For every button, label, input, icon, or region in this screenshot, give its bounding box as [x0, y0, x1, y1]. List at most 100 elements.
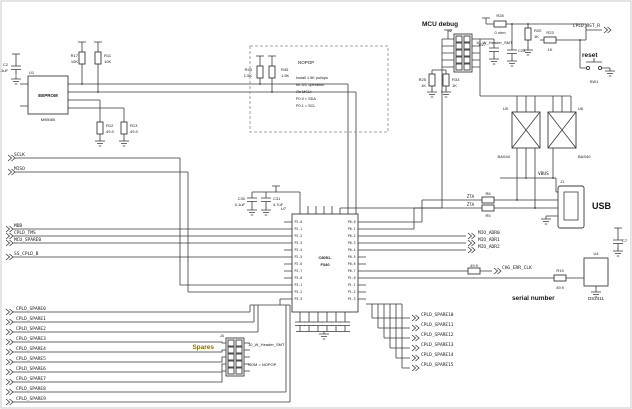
net-label-zta-1: ZTA: [467, 194, 475, 199]
reset-title: reset: [582, 52, 598, 59]
value-c31: 4.7uF: [273, 202, 284, 207]
refdes-j2: J2: [448, 28, 453, 33]
net-arrow-icon: [5, 378, 14, 386]
resistor-r13-symbol: [120, 117, 128, 139]
resistor-r17-symbol: [78, 47, 86, 69]
capacitor-c2-symbol: [10, 59, 22, 76]
vdd-icon: [11, 53, 21, 61]
value-r13: 49.9: [130, 129, 139, 134]
resistor-r12-symbol: [96, 117, 104, 139]
mcu-pin-label: P2.5: [295, 255, 303, 259]
net-label-mio-adr1: MIO_ADR1: [478, 237, 500, 243]
note-line-4: P0.0 = SDA: [296, 97, 316, 101]
gnd-icon: [440, 88, 452, 98]
reset-switch-contact: [585, 65, 591, 71]
note-line-5: P0.1 = SCL: [296, 104, 316, 108]
refdes-u5: U5: [503, 106, 509, 111]
net-label-zta-2: ZTA: [467, 202, 475, 207]
net-label-cpld-spare0: CPLD_SPARE0: [16, 306, 46, 312]
refdes-j1: J1: [560, 179, 565, 184]
serial-part: DS2411: [588, 296, 604, 301]
vdd-icon: [93, 41, 103, 49]
mcu-pin-label: P0.6: [348, 262, 356, 266]
gnd-icon: [246, 206, 258, 216]
debug-header-col2: [463, 35, 471, 71]
net-arrow-icon: [5, 308, 14, 316]
eeprom-chip: [27, 75, 69, 115]
debug-section: MCU debug J2 10_W_Header_SMT R25 1K R33 …: [419, 21, 513, 91]
refdes-u1: U1: [29, 70, 35, 75]
capacitor-c31-symbol: [260, 191, 272, 208]
junction-dots: [81, 23, 581, 209]
net-label-cpld-rst-r: CPLD_RST_R: [573, 23, 600, 29]
mcu-part-line2: F340: [320, 262, 330, 267]
serial-chip: [583, 257, 609, 287]
value-r11: 10K: [104, 59, 111, 64]
net-arrow-icon: [411, 324, 420, 332]
refdes-r45: R45: [281, 67, 289, 72]
net-arrow-icon: [411, 354, 420, 362]
refdes-u4: U4: [593, 251, 599, 256]
refdes-r11: R11: [104, 53, 112, 58]
gnd-icon: [10, 75, 22, 85]
net-label-miso: MISO: [14, 166, 25, 172]
debug-header-col1: [455, 35, 463, 71]
value-r23: 1K: [548, 47, 553, 52]
vdd-icon: [255, 55, 265, 63]
mcu-pin-label: P2.1: [295, 227, 303, 231]
gnd-icon: [540, 215, 552, 225]
refdes-r13: R13: [130, 123, 138, 128]
net-label-cpld-spare12: CPLD_SPARE12: [421, 332, 454, 338]
refdes-c7: C7: [622, 238, 628, 243]
mcu-pin-label: P2.3: [295, 241, 303, 245]
mcu-pin-label: P3.1: [295, 283, 303, 287]
value-r28: 0 ohm: [494, 30, 506, 35]
mcu-pins-left: P2.0 P2.1 P2.2 P2.3 P2.4 P2.5 P2.6 P2.7 …: [295, 220, 303, 301]
net-label-cpld-spare5: CPLD_SPARE5: [16, 356, 46, 362]
vdd-icon: [271, 185, 281, 193]
gnd-icon: [260, 206, 272, 216]
net-label-sclk: SCLK: [14, 152, 25, 158]
net-arrow-icon: [5, 348, 14, 356]
mcu-pin-label: P2.2: [295, 234, 303, 238]
mcu-pin-label: P0.2: [348, 234, 356, 238]
net-arrow-icon: [5, 398, 14, 406]
resistor-r25-symbol: [428, 69, 436, 91]
net-arrow-icon: [5, 338, 14, 346]
net-label-mio-adr0: MIO_ADR0: [478, 230, 500, 236]
refdes-r12: R12: [106, 123, 114, 128]
net-label-chg-err-clk: CHG_ERR_CLK: [502, 265, 532, 271]
gnd-icon: [318, 330, 330, 340]
mcu-part-line1: C8051-: [318, 255, 332, 260]
note-line-3: On MCU:: [296, 90, 312, 94]
mcu-chip: [291, 213, 359, 313]
capacitor-c30-symbol: [246, 191, 258, 208]
resistor-r5-symbol: [477, 204, 499, 212]
net-label-cpld-spare7: CPLD_SPARE7: [16, 376, 46, 382]
resistor-r11-symbol: [94, 47, 102, 69]
left-net-labels: SCLK MISO MDB CPLD_TMS MCU_SPARE0 SS_CPL…: [5, 152, 41, 261]
resistor-r20-symbol: [524, 23, 532, 45]
net-arrow-icon: [5, 239, 14, 247]
mcu-section: C30 0.1uF C31 4.7uF U7 C8051- F340 P2.0 …: [235, 191, 359, 332]
gnd-icon: [426, 88, 438, 98]
serial-section: R19 49.9 U4 DS2411 C7 serial number: [512, 233, 628, 302]
resistor-r45-symbol: [268, 61, 276, 83]
net-label-mdb: MDB: [14, 223, 22, 229]
net-arrow-icon: [5, 328, 14, 336]
part-u5: BAS40: [498, 154, 511, 159]
net-label-cpld-spare10: CPLD_SPARE10: [421, 312, 454, 318]
usb-connector: [557, 185, 585, 229]
net-label-mio-adr2: MIO_ADR2: [478, 244, 500, 250]
net-arrow-icon: [467, 239, 476, 247]
net-label-cpld-spare6: CPLD_SPARE6: [16, 366, 46, 372]
eeprom-part: M95080: [41, 117, 56, 122]
spare-net-labels-left: CPLD_SPARE0 CPLD_SPARE1 CPLD_SPARE2 CPLD…: [5, 306, 46, 406]
value-r12: 49.9: [106, 129, 115, 134]
resistor-chg-symbol: [463, 267, 485, 275]
value-r19: 49.9: [556, 285, 565, 290]
eeprom-label: EEPROM: [38, 93, 58, 98]
mcu-pin-label: P0.4: [348, 248, 356, 252]
net-arrow-icon: [411, 344, 420, 352]
net-label-mcu-spare0: MCU_SPARE0: [14, 237, 41, 243]
